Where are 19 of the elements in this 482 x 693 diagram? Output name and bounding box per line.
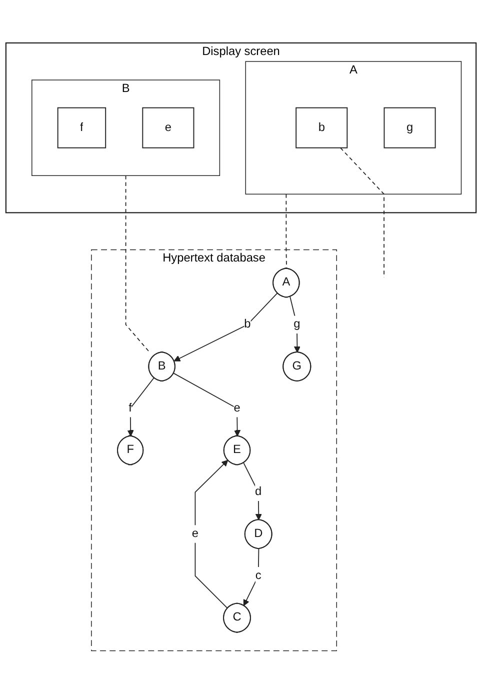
arrow	[173, 372, 241, 436]
edge-label: g	[294, 318, 300, 330]
connector	[125, 174, 150, 352]
arrow	[290, 296, 300, 352]
edge-label: f	[128, 401, 132, 414]
arrow	[127, 376, 154, 436]
edge-label: c	[255, 568, 262, 582]
node-box: e	[142, 106, 194, 148]
arrow	[194, 460, 228, 609]
node-box: f	[57, 106, 106, 148]
arrow	[174, 292, 278, 361]
edge-label: e	[192, 526, 199, 540]
edge-label: d	[255, 485, 262, 498]
arrow	[243, 462, 262, 520]
arrow	[243, 548, 260, 606]
node-box: g	[384, 106, 436, 148]
node-box: b	[296, 106, 348, 148]
edge-label: e	[234, 401, 240, 414]
edge-label: b	[244, 318, 251, 330]
